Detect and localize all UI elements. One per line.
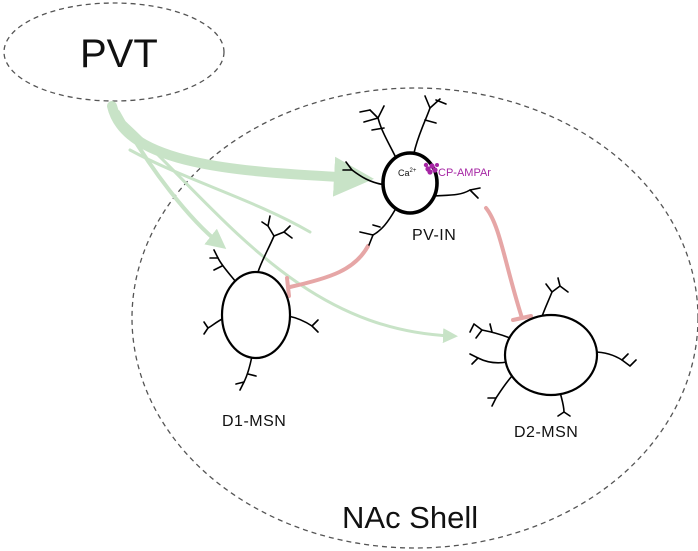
pvt-to-d1-msn-projection — [116, 110, 227, 249]
cp-ampar-label: CP-AMPAr — [438, 167, 491, 179]
cp-ampar-cluster — [423, 162, 439, 175]
pv-in-label: PV-IN — [412, 227, 456, 244]
pvt-to-d2-msn-projection — [120, 118, 458, 344]
d2-msn-neuron — [469, 277, 637, 417]
pv-in-to-d2-msn-inhibition — [484, 206, 524, 320]
calcium-symbol: Ca — [398, 168, 410, 178]
d2-msn-label: D2-MSN — [514, 424, 578, 441]
d1-msn-neuron — [203, 215, 319, 391]
d1-msn-label: D1-MSN — [222, 413, 286, 430]
pvt-label: PVT — [80, 32, 158, 76]
pvt-region — [3, 2, 225, 102]
pvt-branch-projection — [128, 148, 312, 234]
nac-shell-label: NAc Shell — [342, 500, 478, 535]
calcium-charge: 2+ — [410, 168, 417, 174]
pv-in-neuron — [342, 95, 481, 246]
d2-msn-inhibition-bar — [511, 314, 533, 322]
calcium-label: Ca2+ — [398, 168, 417, 178]
d1-msn-inhibition-bar — [285, 276, 291, 298]
pvt-to-pv-in-projection — [107, 101, 374, 197]
pv-in-to-d1-msn-inhibition — [288, 244, 370, 289]
